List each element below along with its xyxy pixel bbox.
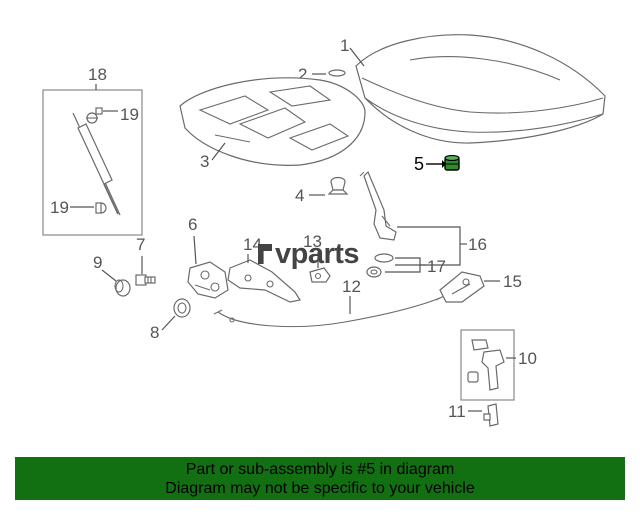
leader-8 (161, 315, 176, 331)
callout-15: 15 (503, 272, 522, 291)
callout-19-lower: 19 (50, 198, 69, 217)
leader-1 (349, 47, 365, 67)
callout-13: 13 (303, 232, 322, 251)
release-cable-part-12 (213, 295, 445, 328)
banner-line-1: Part or sub-assembly is #5 in diagram (185, 460, 455, 478)
watermark-text: vparts (275, 237, 360, 270)
callout-11: 11 (448, 402, 466, 421)
hood-lock-part-6 (187, 261, 229, 299)
stud-part-19-upper (86, 107, 103, 124)
stud-part-19-lower (95, 202, 107, 214)
callout-17: 17 (427, 257, 446, 276)
bracket-16 (395, 226, 461, 266)
strut-part-18 (72, 112, 121, 216)
callout-1: 1 (340, 36, 349, 55)
callout-14: 14 (243, 235, 262, 254)
vparts-watermark: vparts (258, 237, 360, 271)
lock-lever-part-14 (227, 259, 301, 303)
callout-19-upper: 19 (120, 105, 139, 124)
callout-7: 7 (136, 235, 145, 254)
leader-5-arrow (442, 160, 446, 168)
insulator-part-3 (179, 77, 366, 166)
washer-part-17 (366, 253, 394, 278)
hood-part-1 (355, 34, 606, 144)
strut-box-part-18 (42, 89, 143, 236)
vparts-logo-icon (258, 244, 272, 264)
release-lever-part-15 (439, 271, 485, 303)
bracket-part-11 (483, 403, 499, 427)
callout-3: 3 (200, 152, 209, 171)
seal-part-8 (173, 298, 191, 318)
leader-9 (101, 269, 117, 282)
callout-10: 10 (518, 349, 537, 368)
callout-8: 8 (150, 323, 159, 342)
parts-diagram: 1 2 3 4 5 18 19 (42, 34, 606, 427)
bumper-stop-part-4 (327, 176, 349, 195)
grommet-part-9 (114, 279, 131, 297)
bolt-part-7 (135, 274, 156, 286)
callout-16: 16 (468, 235, 487, 254)
callout-2: 2 (298, 65, 307, 84)
callout-9: 9 (93, 253, 102, 272)
banner-line-2: Diagram may not be specific to your vehi… (165, 479, 475, 497)
support-part-13 (309, 267, 331, 283)
callout-6: 6 (188, 215, 197, 234)
leader-6 (193, 235, 197, 265)
callout-12: 12 (342, 277, 361, 296)
callout-4: 4 (295, 186, 304, 205)
callout-5: 5 (414, 154, 424, 174)
clip-part-2 (328, 69, 346, 77)
cushion-part-5 (444, 154, 460, 171)
leader-3 (211, 142, 226, 161)
lever-part-10 (467, 339, 505, 391)
lever-box-part-10 (460, 329, 515, 401)
info-banner: Part or sub-assembly is #5 in diagram Di… (15, 457, 625, 500)
striker-part-16 (359, 170, 397, 241)
callout-18: 18 (88, 65, 107, 84)
